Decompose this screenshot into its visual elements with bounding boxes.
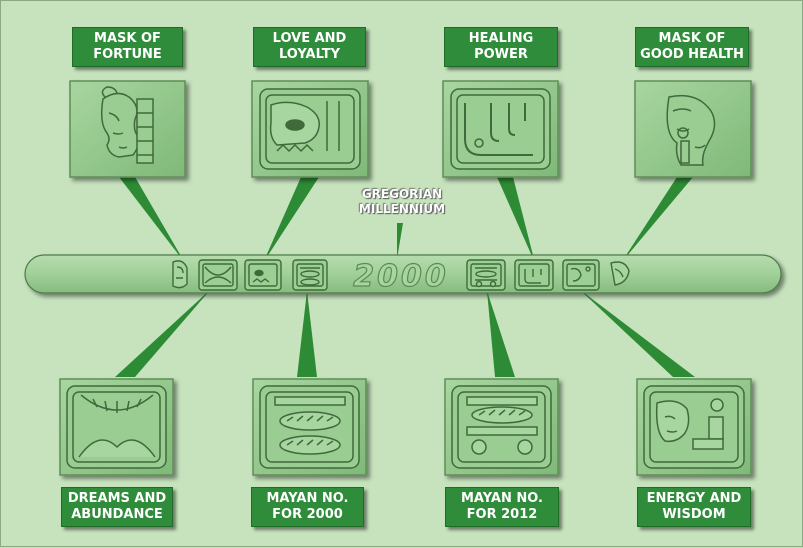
energy-and-wisdom-glyph (636, 378, 752, 476)
label-line: MAYAN NO. (266, 491, 349, 506)
label-line: WISDOM (662, 507, 726, 522)
label-line: FORTUNE (93, 47, 162, 62)
label-line: DREAMS AND (67, 491, 167, 506)
pointer-dreams-and-abundance (115, 289, 211, 377)
dreams-and-abundance-glyph (59, 378, 174, 476)
label-line: LOVE AND (272, 31, 347, 46)
love-and-loyalty-glyph (251, 80, 369, 178)
pointer-healing-power (497, 177, 535, 263)
mayan-no-2000-glyph (252, 378, 367, 476)
band-love-icon (244, 259, 282, 291)
pointer-mayan-2012 (487, 291, 515, 377)
mayan-no-2012-glyph (444, 378, 559, 476)
label-line: ABUNDANCE (71, 507, 163, 522)
pointer-energy-and-wisdom (579, 289, 695, 377)
mask-of-good-health-glyph (634, 80, 752, 178)
label-dreams-and-abundance: DREAMS AND ABUNDANCE (61, 487, 173, 527)
label-line: GREGORIAN (361, 187, 443, 201)
label-mayan-no-2000: MAYAN NO. FOR 2000 (251, 487, 364, 527)
label-mask-of-good-health: MASK OF GOOD HEALTH (635, 27, 749, 67)
pointer-mayan-2000 (297, 291, 317, 377)
pointer-mask-of-good-health (621, 177, 693, 263)
label-line: FOR 2012 (466, 507, 538, 522)
pointer-mask-of-fortune (119, 177, 185, 263)
band-mayan-2000-icon (292, 259, 328, 291)
label-love-and-loyalty: LOVE AND LOYALTY (253, 27, 366, 67)
label-line: GOOD HEALTH (640, 47, 744, 62)
band-energy-icon (562, 259, 600, 291)
label-line: POWER (474, 47, 528, 62)
label-energy-and-wisdom: ENERGY AND WISDOM (637, 487, 751, 527)
label-line: HEALING (468, 31, 534, 46)
pointer-gregorian (397, 223, 403, 259)
label-line: LOYALTY (278, 47, 341, 62)
label-mayan-no-2012: MAYAN NO. FOR 2012 (445, 487, 559, 527)
label-line: MAYAN NO. (461, 491, 543, 506)
pointers (115, 177, 695, 377)
band-mask-of-fortune-icon (172, 260, 188, 289)
label-line: ENERGY AND (646, 491, 742, 506)
label-gregorian-millennium: GREGORIAN MILLENNIUM (344, 187, 460, 217)
band-glyphs (172, 259, 630, 291)
glyph-panels (59, 80, 752, 476)
label-line: FOR 2000 (272, 507, 343, 522)
label-healing-power: HEALING POWER (444, 27, 558, 67)
label-line: MILLENNIUM (358, 202, 446, 216)
band-year-text: 2000 (353, 259, 449, 294)
band-healing-icon (514, 259, 554, 291)
label-line: MASK OF (658, 31, 726, 46)
label-mask-of-fortune: MASK OF FORTUNE (72, 27, 183, 67)
band-mayan-2012-icon (466, 259, 506, 291)
label-line: MASK OF (94, 31, 161, 46)
pointer-love-and-loyalty (263, 177, 319, 263)
mask-of-fortune-glyph (69, 80, 186, 178)
healing-power-glyph (442, 80, 559, 178)
band-good-health-icon (610, 261, 630, 286)
band-dreams-icon (198, 259, 238, 291)
